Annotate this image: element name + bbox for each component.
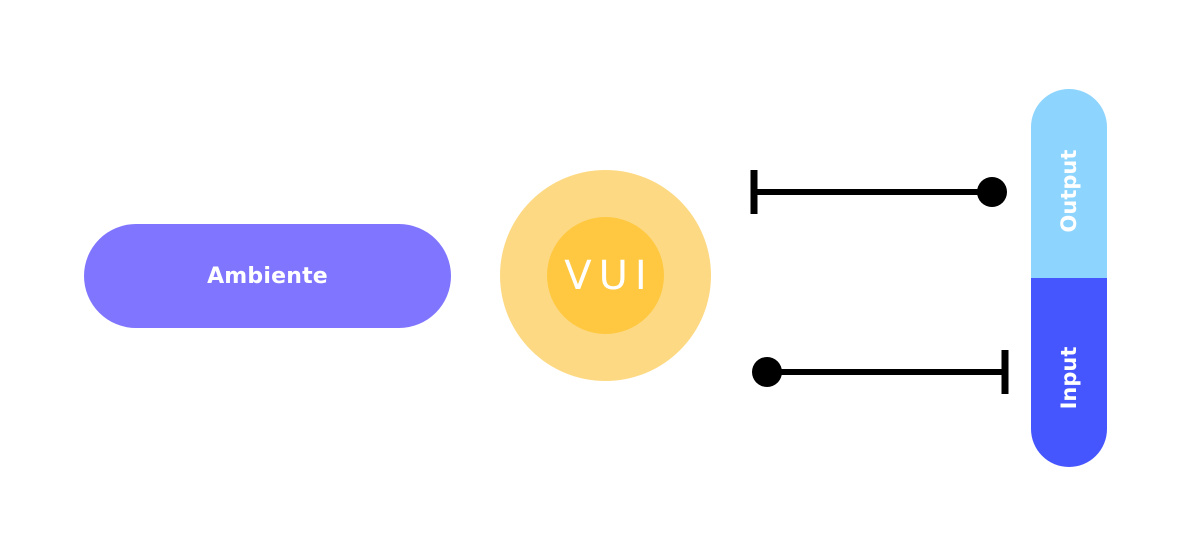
output-label: Output xyxy=(1057,149,1081,233)
input-connector xyxy=(752,350,1009,394)
ambiente-node: Ambiente xyxy=(84,224,451,328)
vui-label: VUI xyxy=(564,252,654,299)
input-label: Input xyxy=(1057,346,1081,410)
ambiente-label: Ambiente xyxy=(207,263,328,289)
output-connector-dot xyxy=(977,177,1007,207)
input-segment: Input xyxy=(1031,278,1107,467)
io-bar: Output Input xyxy=(1031,89,1107,467)
vui-inner-circle: VUI xyxy=(547,217,664,334)
input-connector-dot xyxy=(752,357,782,387)
output-connector xyxy=(750,170,1007,214)
output-segment: Output xyxy=(1031,89,1107,278)
